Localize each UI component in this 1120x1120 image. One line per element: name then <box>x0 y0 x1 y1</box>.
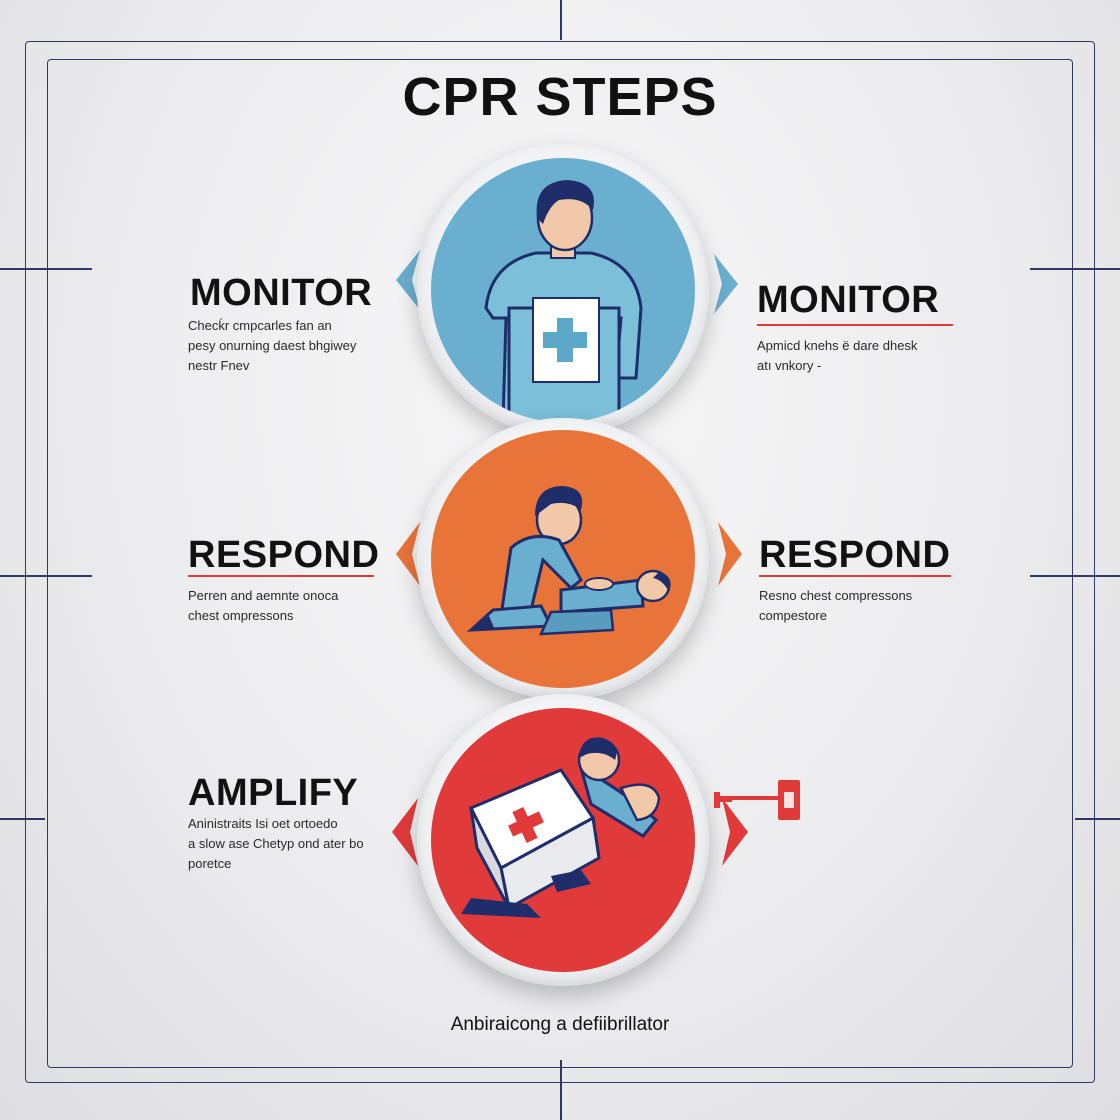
left-tick-2 <box>0 575 92 577</box>
chevron-left-icon <box>396 250 420 310</box>
page-title: CPR STEPS <box>402 67 718 127</box>
chevron-left-icon <box>396 522 420 586</box>
right-tick-3 <box>1075 818 1120 820</box>
left-tick-3 <box>0 818 45 820</box>
respond-left-heading: RESPOND <box>188 534 380 576</box>
respond-left-text: Perren and aemnte onoca chest ompressons <box>188 588 339 623</box>
bottom-tick <box>560 1060 562 1120</box>
top-tick <box>560 0 562 40</box>
amplify-disc <box>417 694 709 986</box>
monitor-disc <box>417 144 709 436</box>
right-tick-2 <box>1030 575 1120 577</box>
chevron-right-icon <box>722 798 748 866</box>
respond-circle <box>431 430 695 688</box>
respond-right-heading: RESPOND <box>759 534 951 576</box>
person-shirt-icon <box>484 180 643 422</box>
monitor-right-text: Apmicd knehs ë dare dhesk atı vnkory - <box>757 338 918 373</box>
chevron-right-icon <box>714 254 738 314</box>
chest-compression-icon <box>466 486 671 636</box>
caption: Anbiraicong a defiibrillator <box>450 1014 670 1035</box>
monitor-right-heading: MONITOR <box>757 279 940 321</box>
right-tick-1 <box>1030 268 1120 270</box>
monitor-right-underline <box>757 324 953 326</box>
monitor-circle <box>431 158 695 422</box>
defibrillator-icon <box>461 737 661 918</box>
monitor-left-heading: MONITOR <box>190 272 373 314</box>
amplify-circle <box>431 708 695 972</box>
respond-right-text: Resno chest compressons compestore <box>759 588 913 623</box>
plug-icon <box>714 780 800 820</box>
left-tick-1 <box>0 268 92 270</box>
monitor-left-text: Checḱr cmpcarles fan an pesy onurning da… <box>188 318 357 373</box>
chevron-right-icon <box>718 522 742 586</box>
respond-right-underline <box>759 575 951 577</box>
respond-disc <box>417 418 709 700</box>
chevron-left-icon <box>392 798 418 866</box>
amplify-left-text: Aninistraits Isi oet ortoedo a slow ase … <box>188 816 364 871</box>
amplify-left-heading: AMPLIFY <box>188 772 359 814</box>
respond-left-underline <box>188 575 374 577</box>
